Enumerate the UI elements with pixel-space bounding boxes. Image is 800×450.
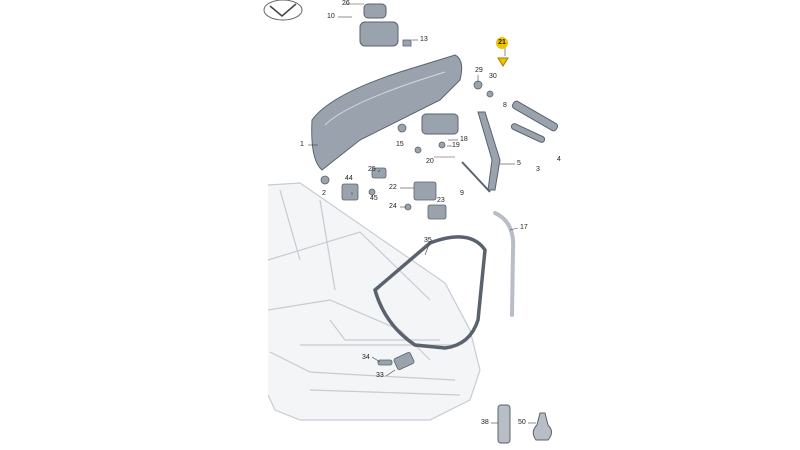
cable-channel [493, 211, 516, 317]
callout-20: 20 [426, 158, 434, 165]
callout-13: 13 [420, 36, 428, 43]
callout-34: 34 [362, 354, 370, 361]
callout-2: 2 [322, 190, 326, 197]
callout-50: 50 [518, 419, 526, 426]
callout-15: 15 [396, 141, 404, 148]
callout-44: 44 [345, 175, 353, 182]
callout-33: 33 [376, 372, 384, 379]
manufacturer-logo-mark [262, 0, 304, 22]
callout-1: 1 [300, 141, 304, 148]
callout-4: 4 [557, 156, 561, 163]
callout-17: 17 [520, 224, 528, 231]
lock-motor [359, 3, 399, 47]
tailgate-lid [311, 54, 463, 171]
bottle [532, 412, 552, 441]
cable [461, 161, 491, 193]
callout-38: 38 [481, 419, 489, 426]
trunk-seal [373, 235, 487, 350]
callout-18: 18 [460, 136, 468, 143]
callout-8: 8 [503, 102, 507, 109]
callout-24: 24 [389, 203, 397, 210]
highlighted-part [497, 57, 509, 67]
callout-29: 29 [475, 67, 483, 74]
callout-45: 45 [370, 195, 378, 202]
callout-23: 23 [437, 197, 445, 204]
car-body [267, 182, 481, 421]
callout-26: 26 [342, 0, 350, 7]
lock-mechanism [421, 113, 459, 135]
callout-35: 35 [424, 237, 432, 244]
hinge-arm [477, 111, 501, 191]
small-parts [320, 39, 494, 370]
callout-25: 25 [368, 166, 376, 173]
spray-can [497, 404, 511, 444]
gas-struts [510, 100, 559, 143]
callout-9: 9 [460, 190, 464, 197]
callout-10: 10 [327, 13, 335, 20]
callout-19: 19 [452, 142, 460, 149]
callout-3: 3 [536, 166, 540, 173]
leader-lines [308, 3, 536, 424]
callout-21: 21 [496, 37, 508, 49]
callout-5: 5 [517, 160, 521, 167]
callout-30: 30 [489, 73, 497, 80]
callout-22: 22 [389, 184, 397, 191]
